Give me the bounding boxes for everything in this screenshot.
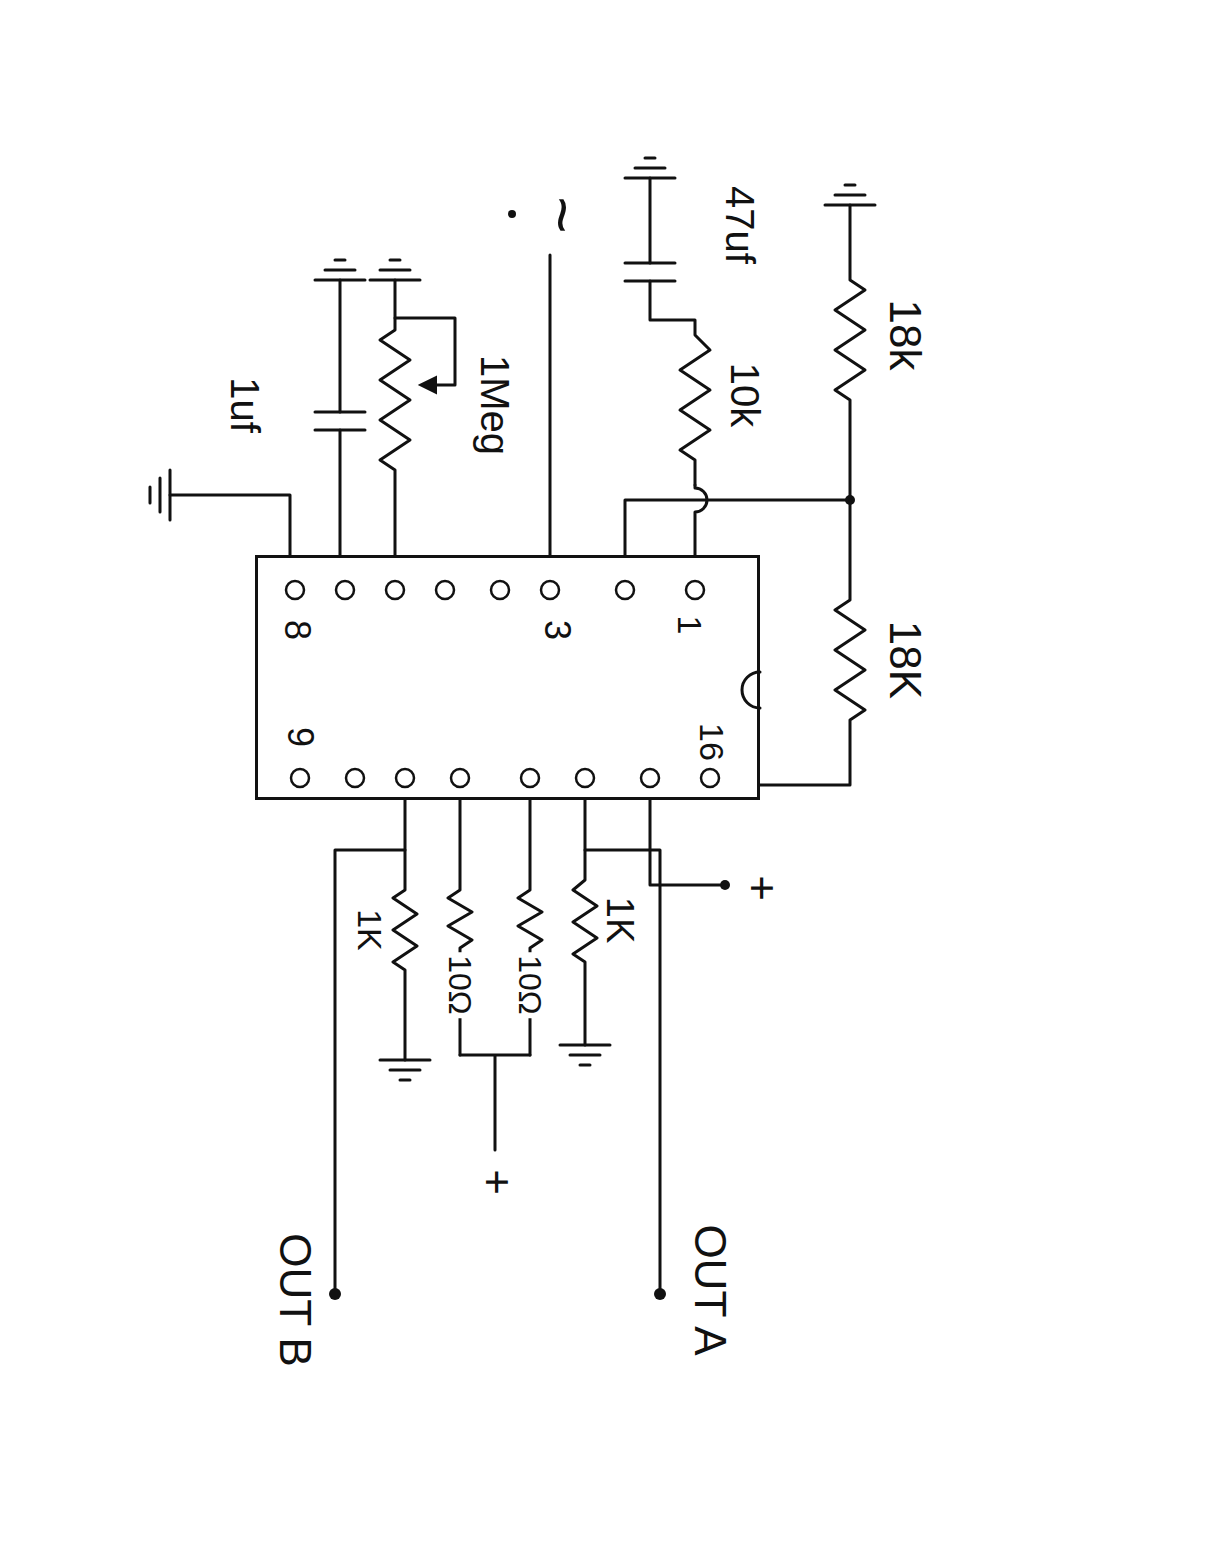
ground-symbol <box>380 1060 430 1080</box>
ic-chip: 8 3 1 9 16 <box>255 555 760 800</box>
value-label: 1K <box>353 909 387 951</box>
pin-number: 3 <box>539 620 575 640</box>
wire <box>170 495 290 555</box>
value-label: 1uf <box>225 377 265 433</box>
signal-label: ~ <box>530 196 594 233</box>
resistor-symbol <box>650 281 710 485</box>
wire <box>335 850 405 1290</box>
resistor-symbol <box>380 280 410 555</box>
resistor-symbol <box>835 205 865 500</box>
value-label: 18K <box>883 621 927 699</box>
pin-circles <box>286 581 719 787</box>
pin-number: 8 <box>279 620 315 640</box>
value-label: 1Meg <box>475 355 515 455</box>
resistor-symbol <box>573 800 597 1045</box>
wire <box>339 280 342 555</box>
value-label: 10Ω <box>443 952 477 1018</box>
resistor-symbol <box>393 800 417 1060</box>
wiper-arrowhead <box>420 377 436 393</box>
ground-symbol <box>625 158 675 178</box>
wire <box>649 178 652 263</box>
wiper-line <box>395 318 455 385</box>
supply-label: + <box>740 875 784 901</box>
value-label: 18k <box>883 300 927 371</box>
terminal-dot <box>508 210 516 218</box>
wire <box>650 800 720 885</box>
wire <box>460 1055 530 1150</box>
output-label: OUT A <box>688 1224 732 1355</box>
value-label: 10Ω <box>513 952 547 1018</box>
resistor-symbol <box>760 500 865 785</box>
supply-label: + <box>475 1169 519 1195</box>
ground-symbol <box>370 260 420 280</box>
capacitor-symbol <box>315 412 365 430</box>
capacitor-symbol <box>625 263 675 281</box>
value-label: 10k <box>725 363 765 428</box>
ground-symbol <box>150 470 170 520</box>
wire <box>549 255 552 555</box>
ground-symbol <box>560 1045 610 1065</box>
terminal-dot <box>720 880 730 890</box>
ground-symbol <box>825 185 875 205</box>
value-label: 47uf <box>720 186 760 264</box>
pin-number: 16 <box>695 723 729 761</box>
terminal-dot <box>654 1288 666 1300</box>
pin-number: 1 <box>673 616 707 635</box>
wire <box>585 850 660 1290</box>
terminal-dot <box>329 1288 341 1300</box>
output-label: OUT B <box>273 1233 317 1367</box>
wire-hop <box>695 485 707 555</box>
pin-number: 9 <box>282 727 318 747</box>
value-label: 1K <box>601 897 639 943</box>
wire <box>625 500 850 555</box>
ground-symbol <box>315 260 365 280</box>
